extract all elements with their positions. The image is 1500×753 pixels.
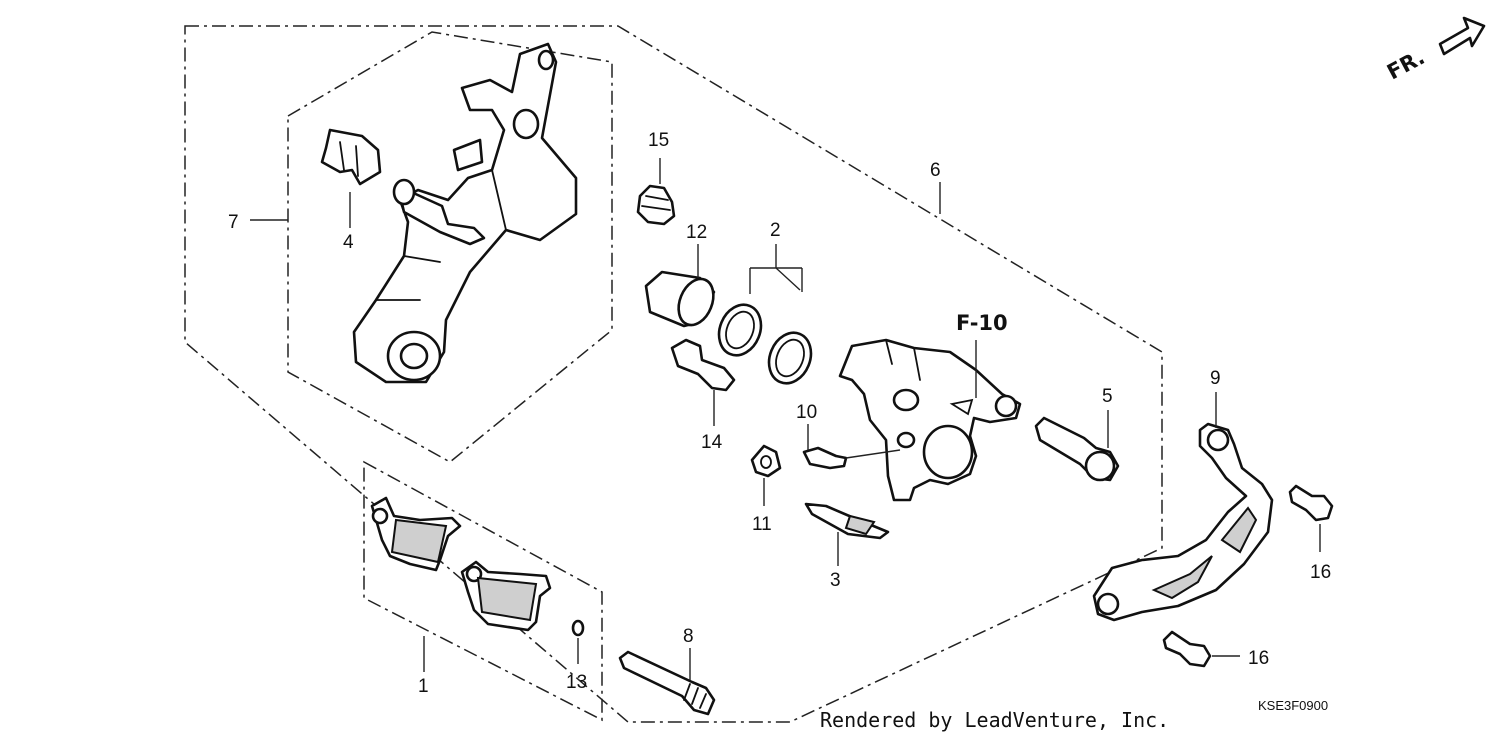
callout-6: 6 — [930, 160, 941, 181]
diagram-code: KSE3F0900 — [1258, 698, 1328, 713]
credit-text: Rendered by LeadVenture, Inc. — [820, 708, 1170, 732]
bleeder-screw-part[interactable] — [802, 446, 848, 470]
brake-pad-part[interactable] — [370, 496, 552, 632]
pad-pin-part[interactable] — [618, 650, 716, 716]
bleeder-cap-small-part[interactable] — [750, 444, 782, 478]
callouts: 7 4 15 12 2 6 F-10 14 10 5 9 11 3 16 16 … — [228, 130, 1331, 713]
callout-2: 2 — [770, 220, 781, 241]
callout-11: 11 — [752, 514, 772, 535]
piston-part[interactable] — [644, 270, 720, 330]
callout-8: 8 — [683, 626, 694, 647]
callout-9: 9 — [1210, 368, 1221, 389]
callout-16-upper: 16 — [1310, 562, 1331, 583]
piston-seal-part[interactable] — [712, 298, 819, 389]
pin-bolt-part[interactable] — [1034, 416, 1120, 482]
callout-13: 13 — [566, 672, 587, 693]
caliper-assembly-boundary — [184, 25, 1163, 723]
callout-3: 3 — [830, 570, 841, 591]
reference-f10: F-10 — [956, 311, 1008, 335]
caliper-body-part[interactable] — [838, 338, 1022, 502]
pad-spring-part[interactable] — [320, 128, 382, 186]
pad-set-boundary — [363, 460, 603, 722]
callout-12: 12 — [686, 222, 707, 243]
callout-4: 4 — [343, 232, 354, 253]
caliper-bracket-part[interactable] — [352, 42, 578, 384]
callout-5: 5 — [1102, 386, 1113, 407]
callout-16-lower: 16 — [1248, 648, 1269, 669]
pad-clip-part[interactable] — [571, 619, 585, 637]
callout-15: 15 — [648, 130, 669, 151]
pad-retainer-part[interactable] — [804, 502, 890, 540]
callout-1: 1 — [418, 676, 429, 697]
caliper-guard-part[interactable] — [1092, 422, 1274, 622]
callout-7: 7 — [228, 212, 239, 233]
front-arrow-label: FR. — [1383, 45, 1429, 84]
slide-pin-bolt-part[interactable] — [670, 338, 736, 392]
bleeder-cap-part[interactable] — [636, 184, 676, 226]
flange-bolt-upper-part[interactable] — [1288, 484, 1334, 522]
front-direction-arrow: FR. — [1383, 16, 1486, 84]
leader-lines — [250, 158, 1321, 680]
flange-bolt-lower-part[interactable] — [1162, 630, 1212, 668]
callout-10: 10 — [796, 402, 817, 423]
callout-14: 14 — [701, 432, 723, 453]
bracket-assembly-boundary — [287, 31, 613, 463]
